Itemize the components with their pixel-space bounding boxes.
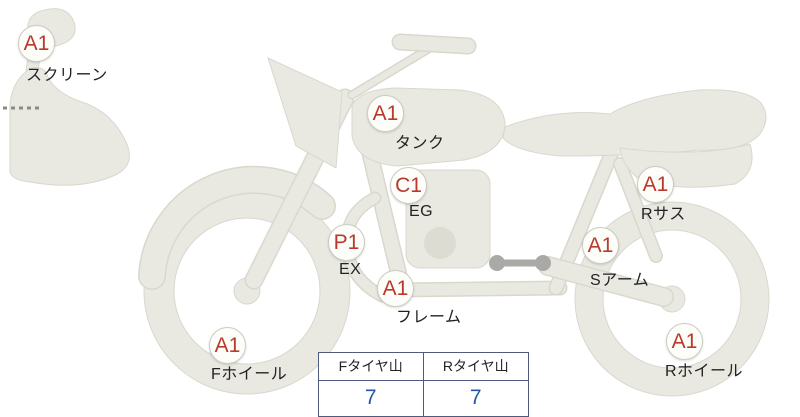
rear-suspension-shape: [613, 157, 663, 263]
grade-badge-exhaust: P1: [328, 224, 365, 261]
part-label-exhaust: EX: [339, 261, 362, 278]
tire-tread-table: Fタイヤ山 Rタイヤ山 7 7: [318, 352, 529, 417]
part-label-tank: タンク: [395, 135, 445, 152]
footpeg-shape: [489, 255, 551, 271]
part-label-rear-suspension: Rサス: [641, 206, 686, 223]
front-wheel-shape: [143, 187, 351, 395]
seat-tail-shape: [502, 89, 767, 157]
part-label-front-wheel: Fホイール: [211, 366, 288, 383]
headstock-shape: [267, 57, 343, 169]
grade-badge-frame: A1: [377, 270, 414, 307]
grade-badge-tank: A1: [367, 95, 404, 132]
part-label-rear-wheel: Rホイール: [665, 363, 744, 380]
tire-table-header-rear: Rタイヤ山: [423, 353, 528, 381]
tire-table-value-front: 7: [319, 381, 424, 416]
tire-table-value-rear: 7: [469, 386, 482, 409]
part-label-frame: フレーム: [396, 309, 462, 326]
handlebar-shape: [347, 33, 477, 100]
part-label-screen: スクリーン: [26, 67, 108, 84]
swing-arm-shape: [538, 256, 674, 307]
grade-badge-rear-wheel: A1: [666, 323, 703, 360]
tire-table-header-front: Fタイヤ山: [319, 353, 424, 381]
grade-badge-swing-arm: A1: [582, 227, 619, 264]
grade-badge-screen: A1: [18, 25, 55, 62]
grade-badge-engine: C1: [390, 167, 427, 204]
grade-badge-rear-suspension: A1: [637, 166, 674, 203]
part-label-engine: EG: [409, 203, 434, 220]
part-label-swing-arm: Sアーム: [590, 272, 650, 289]
grade-badge-front-wheel: A1: [209, 327, 246, 364]
engine-shape: [405, 169, 491, 269]
